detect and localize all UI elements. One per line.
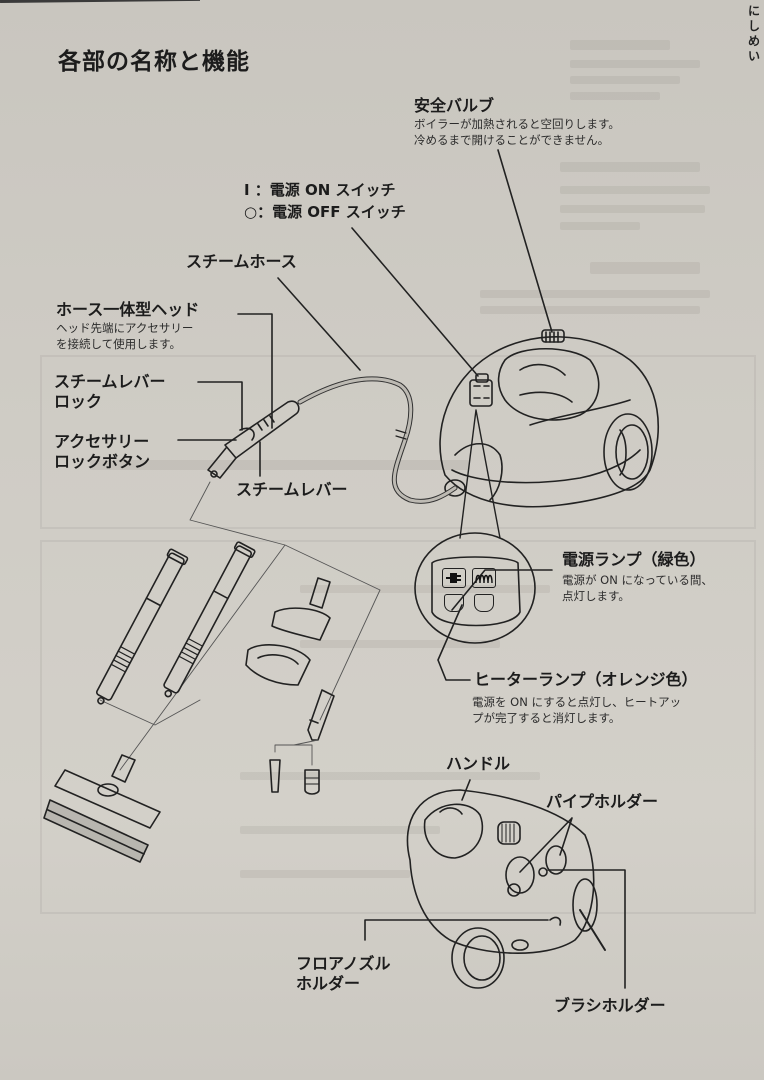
desc-hose-head-line1: ヘッド先端にアクセサリー xyxy=(56,321,194,335)
heater-coil-icon xyxy=(472,568,496,588)
desc-safety-valve-line1: ボイラーが加熱されると空回りします。 xyxy=(414,117,620,131)
small-brush-nozzles xyxy=(269,739,320,795)
leader-power-switch xyxy=(351,227,479,377)
label-safety-valve: 安全バルブ xyxy=(414,96,495,115)
desc-heater-lamp-line1: 電源を ON にすると点灯し、ヒートアッ xyxy=(472,695,682,709)
leader-floor-nozzle-holder xyxy=(364,919,549,941)
leader-lever-lock xyxy=(197,381,243,431)
plug-icon xyxy=(442,568,466,588)
brush-nozzle-drawing xyxy=(245,577,331,686)
power-lamp-indicator xyxy=(444,594,464,612)
leader-pipe-holder xyxy=(519,817,573,873)
page-title: 各部の名称と機能 xyxy=(58,49,250,75)
label-power-lamp: 電源ランプ（緑色） xyxy=(562,550,706,569)
desc-power-lamp-line2: 点灯します。 xyxy=(562,589,630,603)
label-power-off-switch: ○：電源 OFF スイッチ xyxy=(244,203,406,221)
leader-brush-holder xyxy=(547,869,626,989)
leader-hose-head xyxy=(237,313,273,429)
lamp-panel xyxy=(442,568,512,628)
label-heater-lamp: ヒーターランプ（オレンジ色） xyxy=(474,670,698,689)
leader-handle xyxy=(461,779,471,801)
label-accessory-lock-button: アクセサリー ロックボタン xyxy=(54,432,151,471)
extension-pipe-1 xyxy=(95,548,189,705)
side-index-tab: に し め い xyxy=(748,4,761,63)
leader-safety-valve xyxy=(497,149,553,333)
label-power-on-switch: I ：電源 ON スイッチ xyxy=(244,181,396,199)
label-brush-holder: ブラシホルダー xyxy=(554,996,666,1015)
label-steam-lever: スチームレバー xyxy=(236,480,348,499)
extension-pipe-2 xyxy=(163,541,256,698)
desc-heater-lamp-line2: プが完了すると消灯します。 xyxy=(472,711,621,725)
label-handle: ハンドル xyxy=(446,754,511,773)
heater-lamp-indicator xyxy=(474,594,494,612)
main-unit-rear-drawing xyxy=(406,789,606,989)
leader-heater-lamp xyxy=(437,604,471,681)
control-panel-magnified xyxy=(414,532,536,644)
floor-nozzle-drawing xyxy=(43,754,161,863)
label-floor-nozzle-holder: フロアノズル ホルダー xyxy=(296,954,391,993)
label-hose-head: ホース一体型ヘッド xyxy=(56,300,200,319)
label-pipe-holder: パイプホルダー xyxy=(546,792,659,811)
leader-steam-hose xyxy=(277,277,361,371)
desc-hose-head-line2: を接続して使用します。 xyxy=(56,337,182,351)
crevice-nozzle-drawing xyxy=(307,689,335,741)
desc-power-lamp-line1: 電源が ON になっている間、 xyxy=(562,573,713,587)
desc-safety-valve-line2: 冷めるまで開けることができません。 xyxy=(414,133,610,147)
hose-head-drawing xyxy=(207,400,300,479)
label-steam-hose: スチームホース xyxy=(186,252,297,271)
main-unit-drawing xyxy=(439,329,659,508)
label-steam-lever-lock: スチームレバー ロック xyxy=(54,372,166,411)
